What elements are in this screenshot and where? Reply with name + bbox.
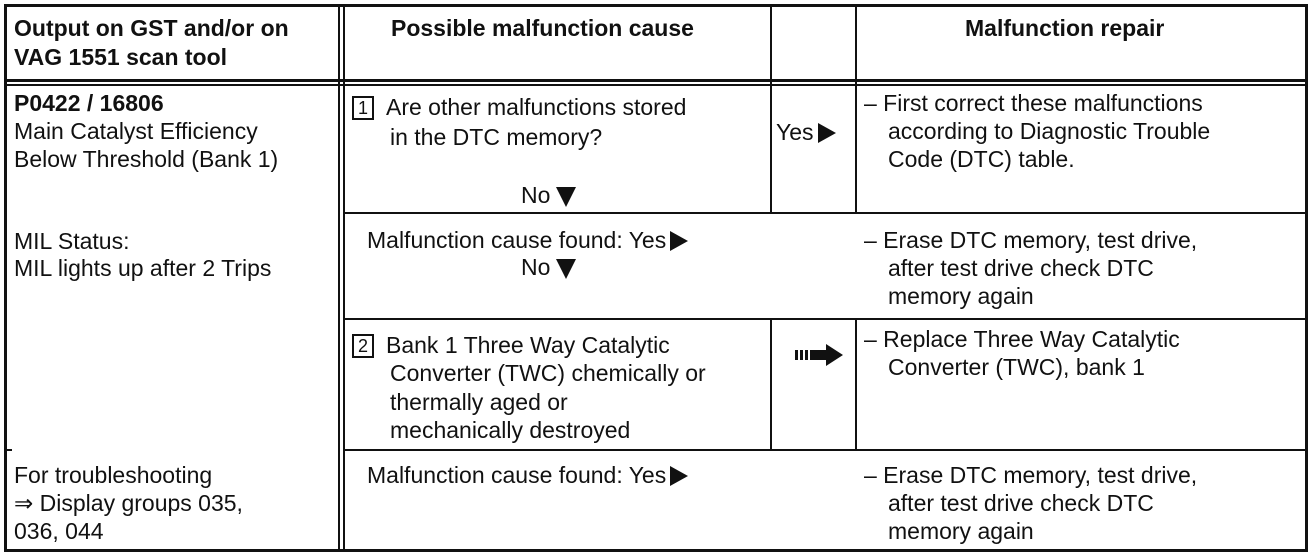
table-border-right: [1305, 4, 1308, 552]
header-repair: Malfunction repair: [965, 15, 1165, 41]
troubleshooting-3: 036, 044: [14, 518, 104, 544]
triangle-down-icon: [556, 259, 577, 279]
troubleshooting-2: ⇒ Display groups 035,: [14, 490, 243, 516]
no-label: No: [521, 182, 551, 208]
table-border-left: [4, 4, 7, 552]
step1-fix-3: Code (DTC) table.: [888, 146, 1075, 172]
col3-divider-a: [855, 4, 857, 212]
no-label: No: [521, 254, 551, 280]
fault-code: P0422 / 16806: [14, 90, 164, 116]
row4-fix-2: after test drive check DTC: [888, 490, 1154, 516]
triangle-right-icon: [817, 123, 836, 143]
mil-status-label: MIL Status:: [14, 228, 130, 254]
step1-question-text: Are other malfunctions stored: [386, 94, 687, 120]
mil-status-value: MIL lights up after 2 Trips: [14, 255, 272, 281]
left-row-divider: [4, 449, 12, 451]
header-output-line1: Output on GST and/or on: [14, 15, 289, 41]
row2-fix-1: – Erase DTC memory, test drive,: [864, 227, 1198, 253]
step2-cause-line3: thermally aged or: [390, 389, 568, 415]
row2-no: No: [521, 253, 577, 282]
step2-fix-1: – Replace Three Way Catalytic: [864, 326, 1180, 352]
step-number-box: 1: [352, 96, 374, 120]
row4-fix-1: – Erase DTC memory, test drive,: [864, 462, 1198, 488]
col2-divider-a: [770, 4, 772, 212]
triangle-down-icon: [556, 187, 577, 207]
row1-divider: [343, 212, 1308, 214]
step2-fix-2: Converter (TWC), bank 1: [888, 354, 1145, 380]
step1-fix-1: – First correct these malfunctions: [864, 90, 1203, 116]
table-border-top: [4, 4, 1308, 7]
header-divider-2: [4, 84, 1308, 86]
col1-divider-2: [343, 4, 345, 552]
yes-label: Yes: [776, 119, 814, 145]
troubleshooting-1: For troubleshooting: [14, 462, 213, 488]
thick-right-arrow-icon: [795, 344, 843, 366]
found-label: Malfunction cause found: Yes: [367, 462, 667, 488]
header-output-line2: VAG 1551 scan tool: [14, 44, 228, 70]
col3-divider-b: [855, 318, 857, 450]
step2-cause-line1: 2 Bank 1 Three Way Catalytic: [352, 331, 670, 360]
row2-found: Malfunction cause found: Yes: [367, 226, 689, 255]
header-divider: [4, 79, 1308, 82]
triangle-right-icon: [670, 466, 689, 486]
row2-divider: [343, 318, 1308, 320]
header-cause: Possible malfunction cause: [391, 15, 694, 41]
row4-found: Malfunction cause found: Yes: [367, 461, 689, 490]
col1-divider: [338, 4, 340, 552]
step1-yes: Yes: [776, 118, 836, 147]
row4-fix-3: memory again: [888, 518, 1034, 544]
fault-desc-2: Below Threshold (Bank 1): [14, 146, 279, 172]
step2-cause-line2: Converter (TWC) chemically or: [390, 360, 706, 386]
fault-desc-1: Main Catalyst Efficiency: [14, 118, 258, 144]
step2-cause-text: Bank 1 Three Way Catalytic: [386, 332, 670, 358]
table-border-bottom: [4, 549, 1308, 552]
step1-question-line2: in the DTC memory?: [390, 124, 603, 150]
step1-fix-2: according to Diagnostic Trouble: [888, 118, 1211, 144]
step1-no: No: [521, 181, 577, 210]
step2-cause-line4: mechanically destroyed: [390, 417, 631, 443]
step1-question-line1: 1 Are other malfunctions stored: [352, 93, 686, 122]
row2-fix-3: memory again: [888, 283, 1034, 309]
step-number-box: 2: [352, 334, 374, 358]
row3-divider: [343, 449, 1308, 451]
found-label: Malfunction cause found: Yes: [367, 227, 667, 253]
col2-divider-b: [770, 318, 772, 450]
row2-fix-2: after test drive check DTC: [888, 255, 1154, 281]
triangle-right-icon: [670, 231, 689, 251]
